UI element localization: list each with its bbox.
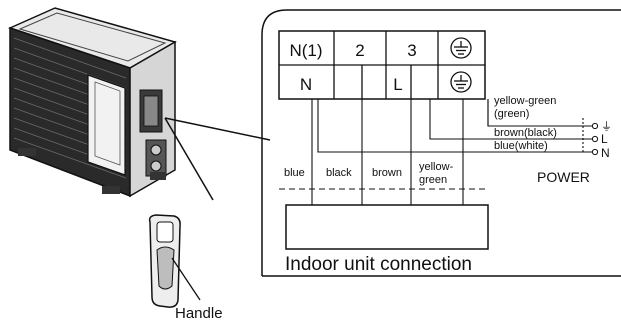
indoor-wire-label-black: black [326,167,352,179]
handle-illustration [148,214,201,308]
terminal-block: N(1) 2 3 N L [278,30,486,100]
callout-lines [164,117,271,201]
terminal-top-1: N(1) [289,41,322,60]
outdoor-unit-illustration [7,7,177,198]
power-terminal-n: N [601,146,610,160]
power-wiring [317,99,593,153]
handle-label: Handle [175,305,223,322]
indoor-connection-label: Indoor unit connection [285,254,472,275]
wire-label-blue-white: blue(white) [494,140,548,152]
power-terminal-l: L [601,132,608,146]
earth-ground-icon [450,71,472,93]
wire-label-brown-black: brown(black) [494,127,557,139]
diagram-frame [261,9,621,276]
terminal-bottom-1: N [300,75,312,94]
indoor-wire-label-yellow: yellow- [419,161,454,173]
terminal-bottom-3: L [393,75,402,94]
wire-label-yellow-green: yellow-green [494,95,556,107]
wire-label-green: (green) [494,108,529,120]
indoor-wires [279,99,486,205]
power-label: POWER [537,169,590,185]
power-terminal-ground: ⏚ [601,120,612,133]
indoor-unit-box [285,204,489,250]
terminal-top-2: 2 [355,41,364,60]
indoor-wire-label-green: green [419,174,447,186]
power-terminals [591,122,599,156]
indoor-wire-label-blue: blue [284,167,305,179]
earth-ground-icon [450,37,472,59]
terminal-top-3: 3 [407,41,416,60]
indoor-wire-label-brown: brown [372,167,402,179]
